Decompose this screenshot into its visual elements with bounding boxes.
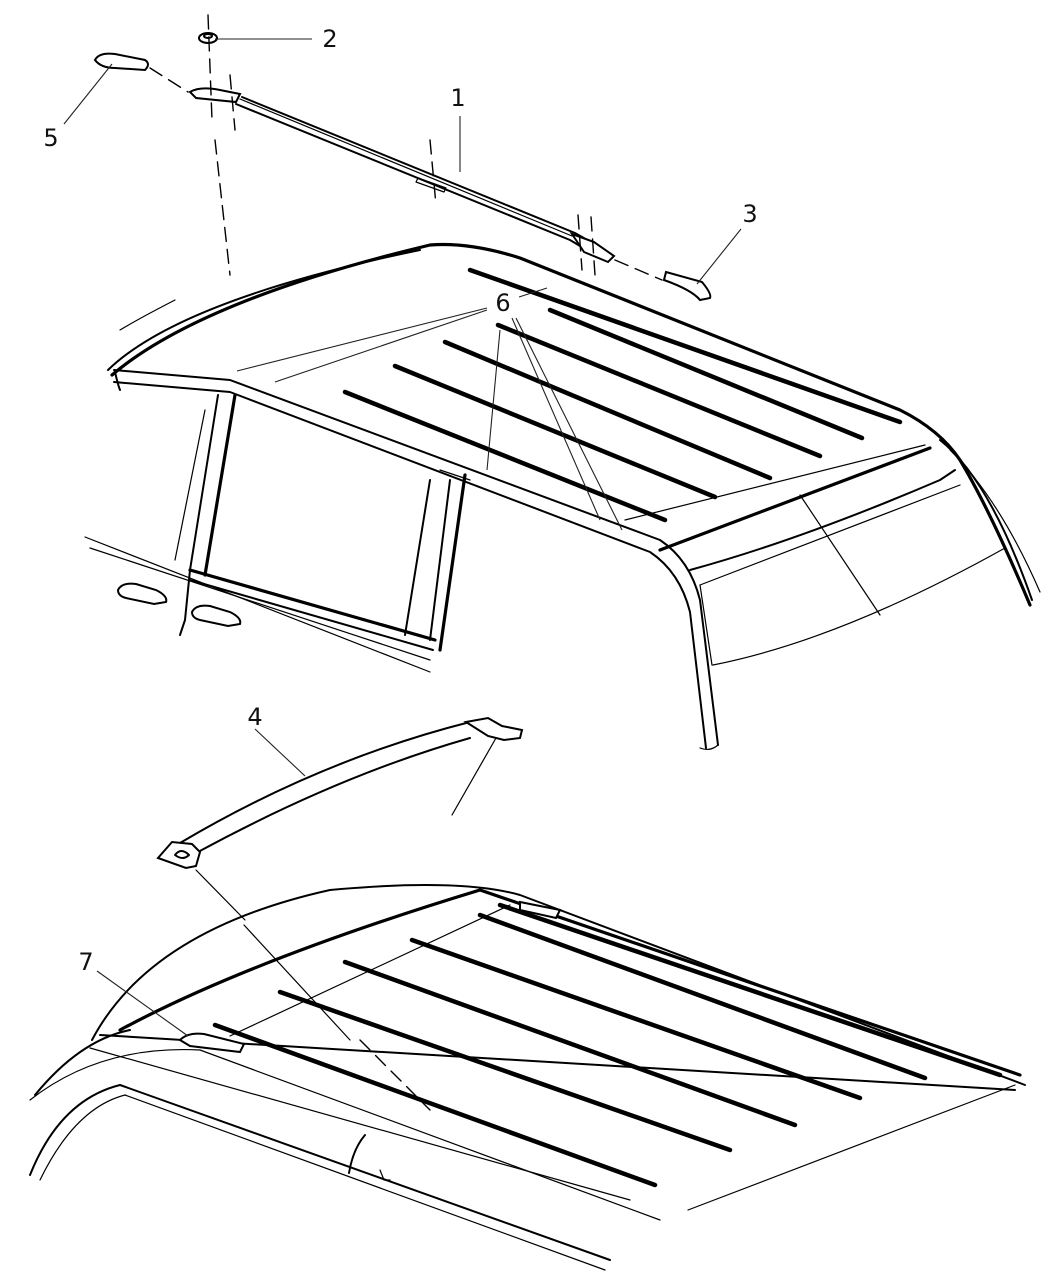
leader-line-6 bbox=[518, 287, 548, 298]
side-rail-assembly bbox=[93, 14, 712, 302]
callout-6-fasteners: 6 bbox=[495, 289, 511, 317]
leader-line-6 bbox=[236, 307, 488, 372]
leader-line-7 bbox=[96, 970, 189, 1037]
leader-lines bbox=[63, 38, 742, 1037]
callout-4-crossbar: 4 bbox=[247, 703, 263, 731]
leader-line-3 bbox=[696, 228, 742, 285]
leader-line-6 bbox=[515, 317, 623, 531]
callout-7-roof-molding: 7 bbox=[78, 948, 94, 976]
callout-2-nut: 2 bbox=[322, 25, 338, 53]
callout-1-side-rail: 1 bbox=[450, 84, 466, 112]
upper-vehicle-roof bbox=[84, 242, 1041, 751]
lower-vehicle-roof bbox=[29, 884, 1026, 1271]
crossbar-assembly bbox=[156, 716, 524, 1111]
leader-line-4 bbox=[254, 728, 306, 777]
leader-line-6 bbox=[274, 309, 488, 383]
leader-line-6 bbox=[511, 317, 601, 521]
callout-5-front-end-cap: 5 bbox=[43, 124, 59, 152]
leader-line-5 bbox=[63, 63, 113, 125]
leader-line-6 bbox=[486, 329, 501, 471]
callout-3-rear-end-cap: 3 bbox=[742, 200, 758, 228]
